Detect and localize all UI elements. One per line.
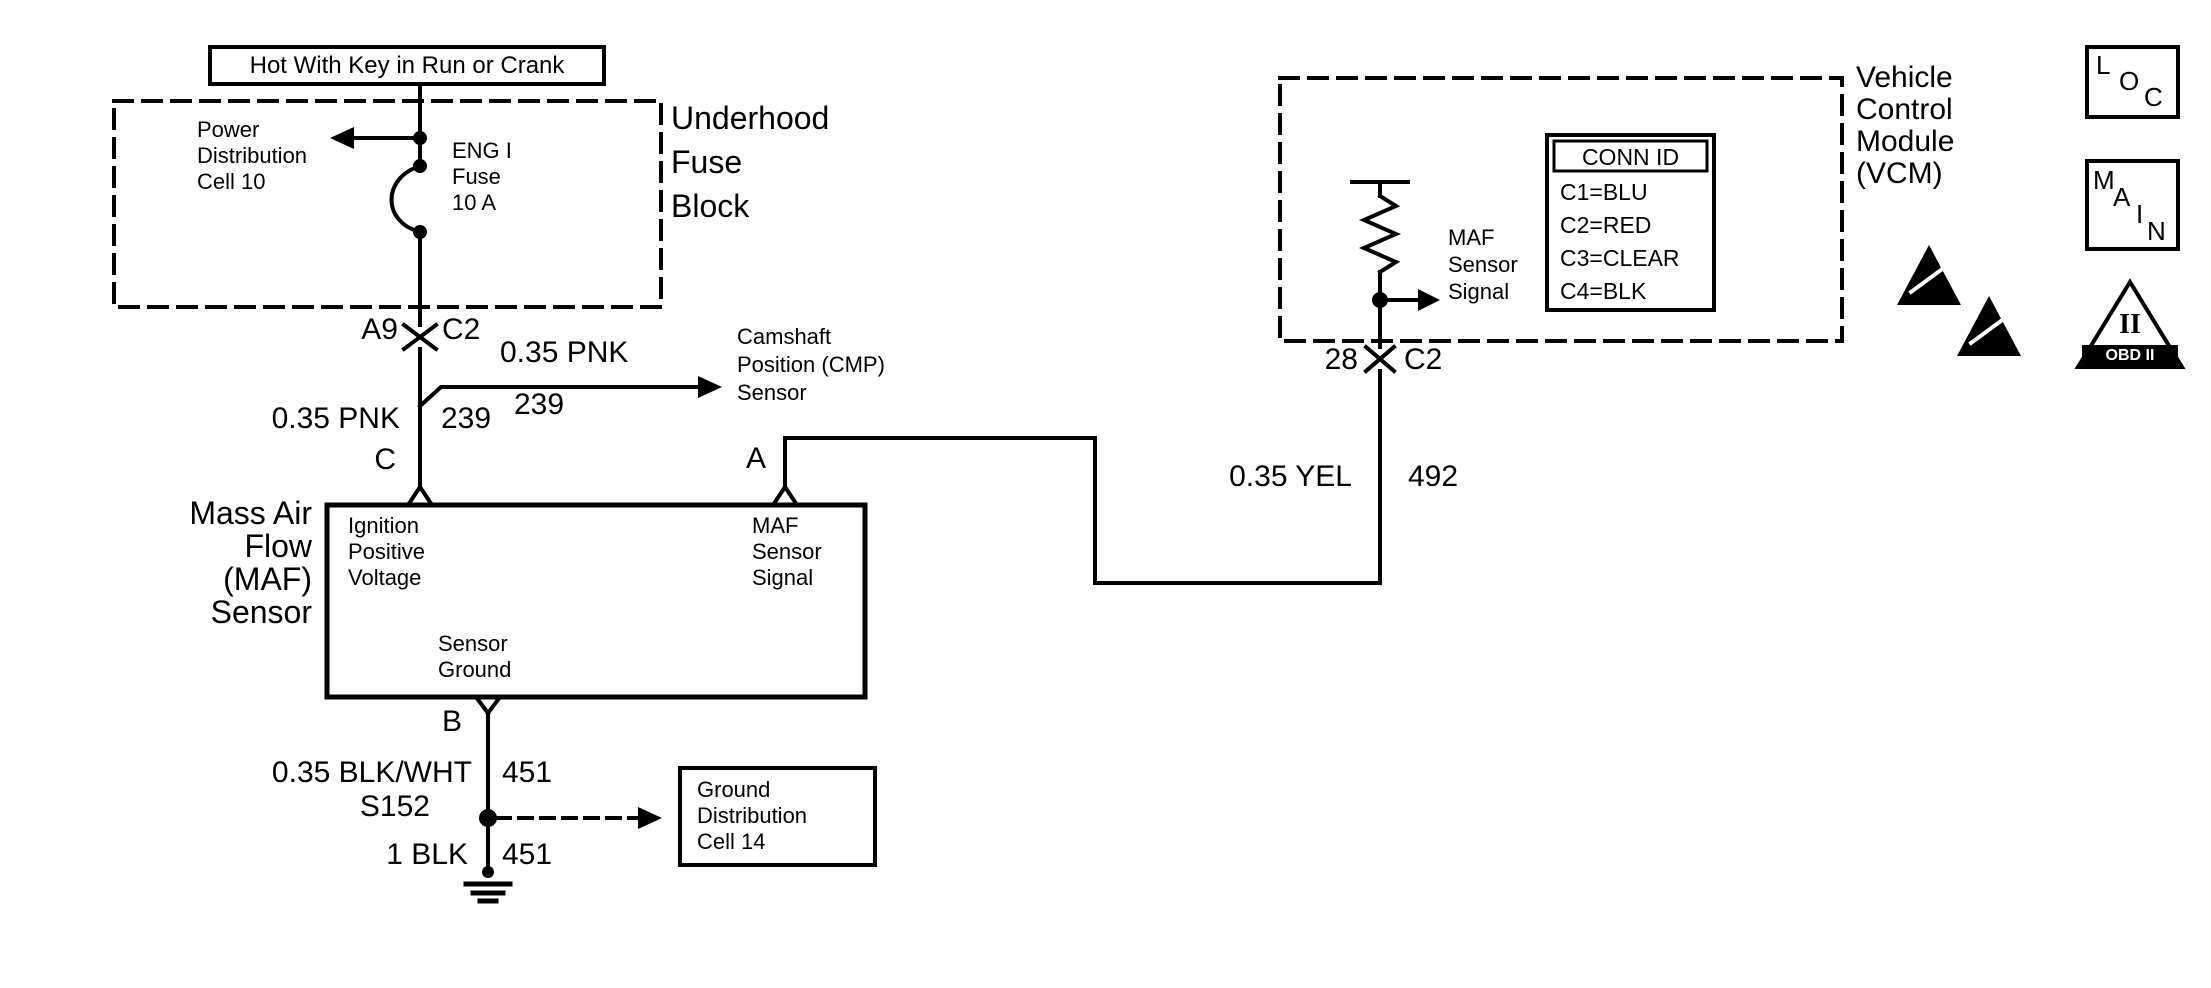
terminal-c-chevron-icon <box>405 483 435 508</box>
main-badge-letter-m: M <box>2093 165 2115 195</box>
main-badge-letter-n: N <box>2147 216 2166 246</box>
blk-wire-size-label: 1 BLK <box>386 838 468 871</box>
power-distribution-ref: Power Distribution Cell 10 <box>197 117 308 194</box>
underhood-fuse-block-label: Underhood Fuse Block <box>671 100 830 224</box>
maf-pin-ground-label: Sensor Ground <box>438 631 512 682</box>
blk-wire-circuit-label: 451 <box>502 838 553 871</box>
connector-28-label: 28 <box>1324 343 1358 376</box>
terminal-b-label: B <box>441 705 462 738</box>
fuse-label: ENG I Fuse 10 A <box>452 138 512 215</box>
terminal-b-chevron-icon <box>473 694 503 716</box>
yel-wire-circuit-label: 492 <box>1408 460 1459 493</box>
fuse-icon <box>389 159 427 239</box>
ground-distribution-ref: Ground Distribution Cell 14 <box>697 777 808 854</box>
connector-a9-label: A9 <box>361 313 398 346</box>
splice-dot-icon <box>479 809 497 827</box>
vcm-label: Vehicle Control Module (VCM) <box>1856 61 1955 190</box>
loc-badge-letter-c: C <box>2144 82 2163 112</box>
ground-distribution-box <box>678 766 877 867</box>
main-badge-letter-i: I <box>2136 199 2144 229</box>
maf-signal-wire <box>783 369 1382 585</box>
conn-id-table-box <box>1545 133 1716 312</box>
yel-wire-size-label: 0.35 YEL <box>1229 460 1352 493</box>
cmp-wire-size-label: 0.35 PNK <box>500 336 629 369</box>
underhood-fuse-block-box <box>112 99 663 309</box>
main-badge-letter-a: A <box>2113 182 2131 212</box>
loc-badge-letter-o: O <box>2119 66 2140 96</box>
hot-banner-box <box>208 45 606 86</box>
blkwht-wire-circuit-label: 451 <box>502 756 553 789</box>
maf-pin-ignition-label: Ignition Positive Voltage <box>348 513 426 590</box>
cmp-sensor-ref: Camshaft Position (CMP) Sensor <box>737 324 885 405</box>
feed-wire-circuit-label: 239 <box>441 402 492 435</box>
ground-icon <box>463 866 513 904</box>
maf-sensor-box <box>324 502 868 700</box>
maf-pin-signal-label: MAF Sensor Signal <box>752 513 822 590</box>
hot-banner-label: Hot With Key in Run or Crank <box>249 52 565 79</box>
obd-ii-label: OBD II <box>2105 347 2155 364</box>
connector-c2-right-label: C2 <box>1404 343 1443 376</box>
resistor-icon <box>1350 180 1410 349</box>
obd-ii-icon <box>2074 278 2186 369</box>
main-badge-box <box>2085 159 2180 251</box>
vcm-box <box>1278 76 1844 343</box>
loc-badge-letter-l: L <box>2096 50 2111 80</box>
power-distribution-arrow-icon <box>330 127 427 149</box>
cmp-wire-circuit-label: 239 <box>514 388 565 421</box>
splice-ref-arrow <box>495 807 662 829</box>
esd-warning-icon <box>1897 245 2021 356</box>
cmp-branch-wire <box>417 376 722 409</box>
terminal-c-label: C <box>374 443 396 476</box>
maf-sensor-label: Mass Air Flow (MAF) Sensor <box>189 495 312 630</box>
vcm-signal-label: MAF Sensor Signal <box>1448 225 1518 304</box>
connector-a9-c2-icon <box>401 322 439 352</box>
connector-c2-left-label: C2 <box>442 313 481 346</box>
terminal-a-label: A <box>745 442 766 475</box>
terminal-a-chevron-icon <box>770 483 800 508</box>
vcm-signal-arrow-icon <box>1378 289 1440 311</box>
conn-id-header: CONN ID <box>1581 144 1680 170</box>
blkwht-wire-size-label: 0.35 BLK/WHT <box>271 756 472 789</box>
conn-id-rows: C1=BLU C2=RED C3=CLEAR C4=BLK <box>1560 179 1680 304</box>
feed-wire-size-label: 0.35 PNK <box>271 402 400 435</box>
loc-badge-box <box>2085 45 2180 119</box>
splice-label: S152 <box>359 790 430 823</box>
obd-ii-numeral: II <box>2119 309 2141 340</box>
connector-28-c2-icon <box>1363 344 1397 374</box>
